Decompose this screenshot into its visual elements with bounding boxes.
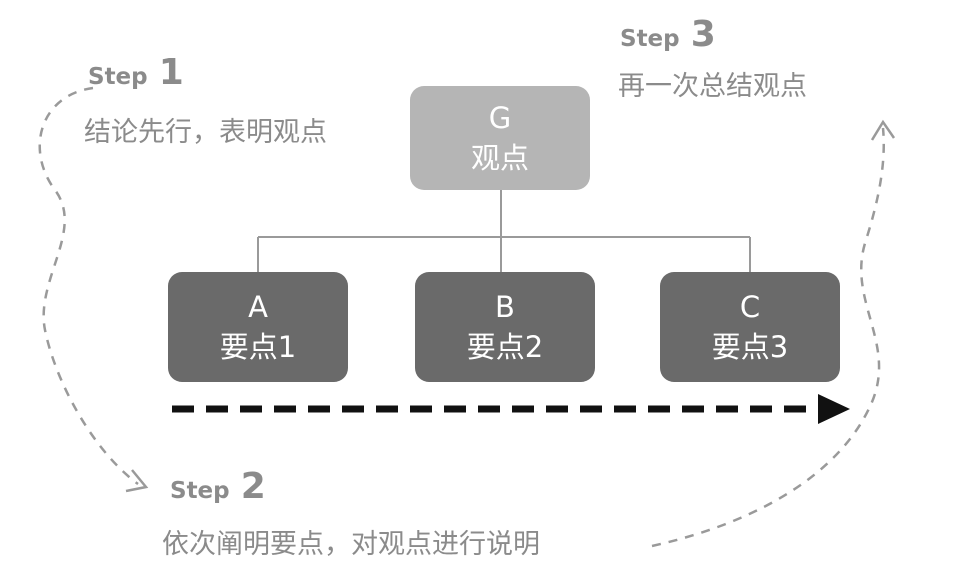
child-node-b-letter: B — [495, 290, 515, 324]
root-node-label: 观点 — [470, 141, 529, 175]
child-node-c-label: 要点3 — [711, 330, 789, 364]
step2-description: 依次阐明要点，对观点进行说明 — [162, 529, 540, 560]
child-node-a-label: 要点1 — [219, 330, 297, 364]
step3-number: 3 — [690, 14, 716, 55]
root-node-letter: G — [488, 101, 512, 135]
step1-description: 结论先行，表明观点 — [84, 117, 327, 148]
step3-word: Step — [620, 26, 680, 52]
child-node-c: C 要点3 — [660, 272, 840, 382]
step1-label: Step 1 — [88, 52, 184, 93]
curve-arrow-right-head — [870, 119, 896, 141]
child-node-b: B 要点2 — [415, 272, 595, 382]
curve-arrow-left — [38, 86, 139, 486]
sequence-arrowhead — [818, 394, 850, 424]
child-node-b-label: 要点2 — [466, 330, 544, 364]
child-node-a: A 要点1 — [168, 272, 348, 382]
step1-word: Step — [88, 64, 148, 90]
tree-connector — [257, 190, 751, 272]
step2-word: Step — [170, 478, 230, 504]
step2-number: 2 — [240, 466, 266, 507]
curve-arrow-right — [651, 127, 885, 548]
step1-number: 1 — [158, 52, 184, 93]
root-node: G 观点 — [410, 86, 590, 190]
step2-label: Step 2 — [170, 466, 266, 507]
child-node-c-letter: C — [739, 290, 761, 324]
step3-label: Step 3 — [620, 14, 716, 55]
step3-description: 再一次总结观点 — [618, 71, 807, 102]
child-node-a-letter: A — [248, 290, 268, 324]
curve-arrow-left-head — [125, 469, 149, 493]
